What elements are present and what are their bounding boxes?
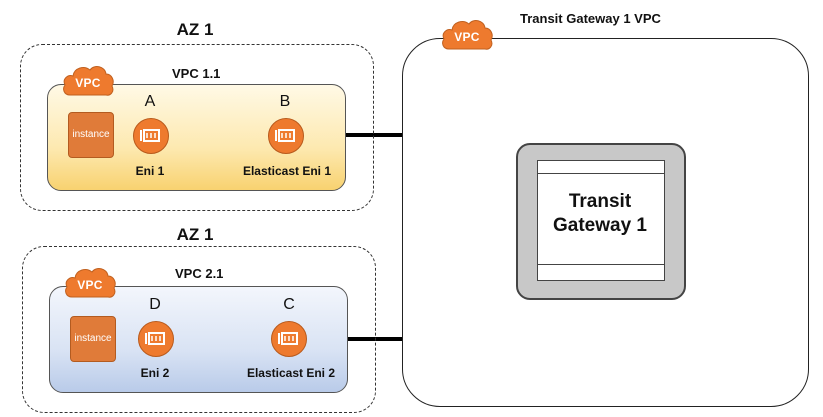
node-a-label: Eni 1 (135, 164, 165, 178)
eni-icon[interactable] (268, 118, 304, 154)
node-b-letter: B (279, 93, 291, 110)
eni-icon[interactable] (271, 321, 307, 357)
node-c-label: Elasticast Eni 2 (246, 366, 336, 380)
vpc1-badge: VPC (75, 76, 101, 90)
node-b-label: Elasticast Eni 1 (242, 164, 332, 178)
instance-icon[interactable]: instance (70, 316, 116, 362)
vpc2-badge: VPC (77, 278, 103, 292)
az2-label: AZ 1 (176, 225, 214, 244)
node-d-letter: D (149, 296, 161, 313)
transit-gateway-inner (537, 160, 665, 281)
vpc-cloud-icon: VPC (64, 264, 116, 298)
vpc1-title: VPC 1.1 (172, 66, 221, 81)
transit-vpc-title: Transit Gateway 1 VPC (520, 11, 661, 26)
vpc-cloud-icon: VPC (62, 62, 114, 96)
transit-gateway-label-line2: Gateway 1 (553, 215, 647, 236)
transit-gateway-label-line1: Transit (568, 191, 632, 212)
instance-icon[interactable]: instance (68, 112, 114, 158)
node-a-letter: A (144, 93, 156, 110)
az1-label: AZ 1 (176, 20, 214, 39)
vpc-cloud-icon: VPC (441, 16, 493, 50)
eni-icon[interactable] (133, 118, 169, 154)
vpc2-title: VPC 2.1 (175, 266, 224, 281)
node-c-letter: C (283, 296, 295, 313)
az1-box (20, 44, 374, 211)
az2-box (22, 246, 376, 413)
transit-vpc-badge: VPC (454, 30, 480, 44)
eni-icon[interactable] (138, 321, 174, 357)
node-d-label: Eni 2 (140, 366, 170, 380)
